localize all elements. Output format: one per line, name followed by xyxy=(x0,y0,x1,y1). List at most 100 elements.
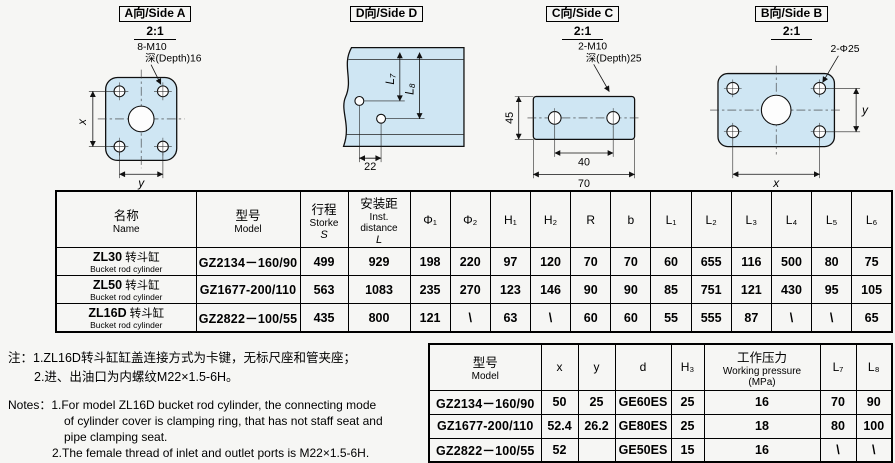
value-cell: 95 xyxy=(811,275,853,304)
col-header-working-pressure: 工作压力 Working pressure (MPa) xyxy=(703,343,821,391)
col-header-h3: H₃ xyxy=(670,343,705,391)
value-cell: 52 xyxy=(540,437,579,463)
value-cell: GE50ES xyxy=(614,437,672,463)
value-cell: 655 xyxy=(690,247,732,276)
side-a-header: A向/Side A 2:1 xyxy=(55,4,255,41)
side-d-title: D向/Side D xyxy=(349,6,424,23)
col-header-l7: L₇ xyxy=(819,343,857,391)
dim-label-y: y xyxy=(137,176,145,190)
sub-table-header-row: 型号 Model x y d H₃ 工作压力 Working pressure … xyxy=(428,343,893,391)
value-cell: 60 xyxy=(570,303,612,333)
value-cell: 499 xyxy=(299,247,349,276)
side-b-annotation: 2-Φ25 xyxy=(822,44,860,84)
thread-spec-label: 8-M10 xyxy=(137,42,167,53)
side-c-header: C向/Side C 2:1 xyxy=(500,4,665,41)
value-cell: 90 xyxy=(570,275,612,304)
value-cell: 60 xyxy=(610,303,652,333)
side-d-drawing: L₇ L₈ 22 xyxy=(342,47,465,172)
value-cell: 435 xyxy=(299,303,349,333)
side-c-dimensions: 45 40 70 xyxy=(504,96,635,190)
col-header-inst-distance: 安装距 Inst. distance L xyxy=(347,190,411,248)
col-header-l2: L₂ xyxy=(690,190,732,248)
value-cell: 198 xyxy=(409,247,451,276)
value-cell: 80 xyxy=(819,413,857,439)
main-spec-table: 名称 Name 型号 Model 行程 Storke S 安装距 Inst. d… xyxy=(55,190,893,333)
col-header-y: y xyxy=(577,343,616,391)
bottom-row: 注：1.ZL16D转斗缸缸盖连接方式为卡键，无标尺座和管夹座； 2.进、出油口为… xyxy=(8,341,895,463)
note-cn-line1: 注：1.ZL16D转斗缸缸盖连接方式为卡键，无标尺座和管夹座； xyxy=(8,351,356,365)
side-a-scale: 2:1 xyxy=(134,25,176,41)
side-d-dimensions: L₇ L₈ 22 xyxy=(359,52,425,172)
value-cell: 146 xyxy=(529,275,572,304)
value-cell: 555 xyxy=(690,303,732,333)
dim-label-x: x xyxy=(75,118,89,126)
cylinder-tube xyxy=(342,47,465,148)
value-cell: GE80ES xyxy=(614,413,672,439)
value-cell: 100 xyxy=(855,413,893,439)
drawing-panel-side-a: A向/Side A 2:1 xyxy=(55,4,255,190)
note-en-line1: Notes：1.For model ZL16D bucket rod cylin… xyxy=(8,397,377,412)
dim-label-x: x xyxy=(772,176,780,190)
side-a-dimensions: x y xyxy=(75,91,164,190)
value-cell: 85 xyxy=(650,275,692,304)
side-c-drawing: 45 40 70 2-M10 深(Depth)25 xyxy=(504,42,642,190)
value-cell: 123 xyxy=(489,275,531,304)
value-cell: 16 xyxy=(703,389,821,415)
model-cell: GZ1677-200/110 xyxy=(195,275,301,304)
value-cell: 929 xyxy=(347,247,411,276)
value-cell: 90 xyxy=(855,389,893,415)
col-header-l5: L₅ xyxy=(811,190,853,248)
dim-label-y: y xyxy=(861,103,869,117)
col-header-l4: L₄ xyxy=(770,190,813,248)
main-table-header-row: 名称 Name 型号 Model 行程 Storke S 安装距 Inst. d… xyxy=(55,190,893,248)
value-cell: 97 xyxy=(489,247,531,276)
value-cell: \ xyxy=(819,437,857,463)
note-cn-line2: 2.进、出油口为内螺纹M22×1.5-6H。 xyxy=(34,369,239,384)
value-cell: GE60ES xyxy=(614,389,672,415)
dim-label-l8: L₈ xyxy=(403,83,417,95)
mounting-spec-table: 型号 Model x y d H₃ 工作压力 Working pressure … xyxy=(428,343,893,463)
oil-port xyxy=(376,113,387,124)
center-bore xyxy=(127,105,155,133)
value-cell: 70 xyxy=(610,247,652,276)
thread-depth-label: 深(Depth)16 xyxy=(145,53,202,65)
side-c-title: C向/Side C xyxy=(545,6,620,23)
col-header-l3: L₃ xyxy=(730,190,772,248)
value-cell: 75 xyxy=(851,247,893,276)
side-b-scale: 2:1 xyxy=(770,25,813,41)
dim-label-45: 45 xyxy=(504,112,516,124)
col-header-phi2: Φ₂ xyxy=(449,190,491,248)
model-cell: GZ2822－100/55 xyxy=(195,303,301,333)
value-cell: 270 xyxy=(449,275,491,304)
value-cell: 116 xyxy=(730,247,772,276)
value-cell: \ xyxy=(449,303,491,333)
col-header-r: R xyxy=(570,190,612,248)
value-cell: 105 xyxy=(851,275,893,304)
value-cell: 52.4 xyxy=(540,413,579,439)
drawing-panel-side-c: C向/Side C 2:1 45 xyxy=(500,4,665,190)
value-cell: 26.2 xyxy=(577,413,616,439)
value-cell: 25 xyxy=(577,389,616,415)
value-cell xyxy=(577,437,616,463)
side-c-annotation: 2-M10 深(Depth)25 xyxy=(578,42,642,93)
value-cell: 500 xyxy=(770,247,813,276)
note-en-line2: of cylinder cover is clamping ring, that… xyxy=(64,413,383,428)
side-c-scale: 2:1 xyxy=(561,25,604,41)
value-cell: 80 xyxy=(811,247,853,276)
hole-dia-label: 2-Φ25 xyxy=(830,44,859,55)
value-cell: 65 xyxy=(851,303,893,333)
value-cell: 121 xyxy=(730,275,772,304)
value-cell: 70 xyxy=(819,389,857,415)
dim-label-l7: L₇ xyxy=(383,73,397,85)
value-cell: 90 xyxy=(610,275,652,304)
value-cell: \ xyxy=(529,303,572,333)
side-a-title: A向/Side A xyxy=(118,6,192,23)
hole-crosshairs xyxy=(554,108,614,129)
